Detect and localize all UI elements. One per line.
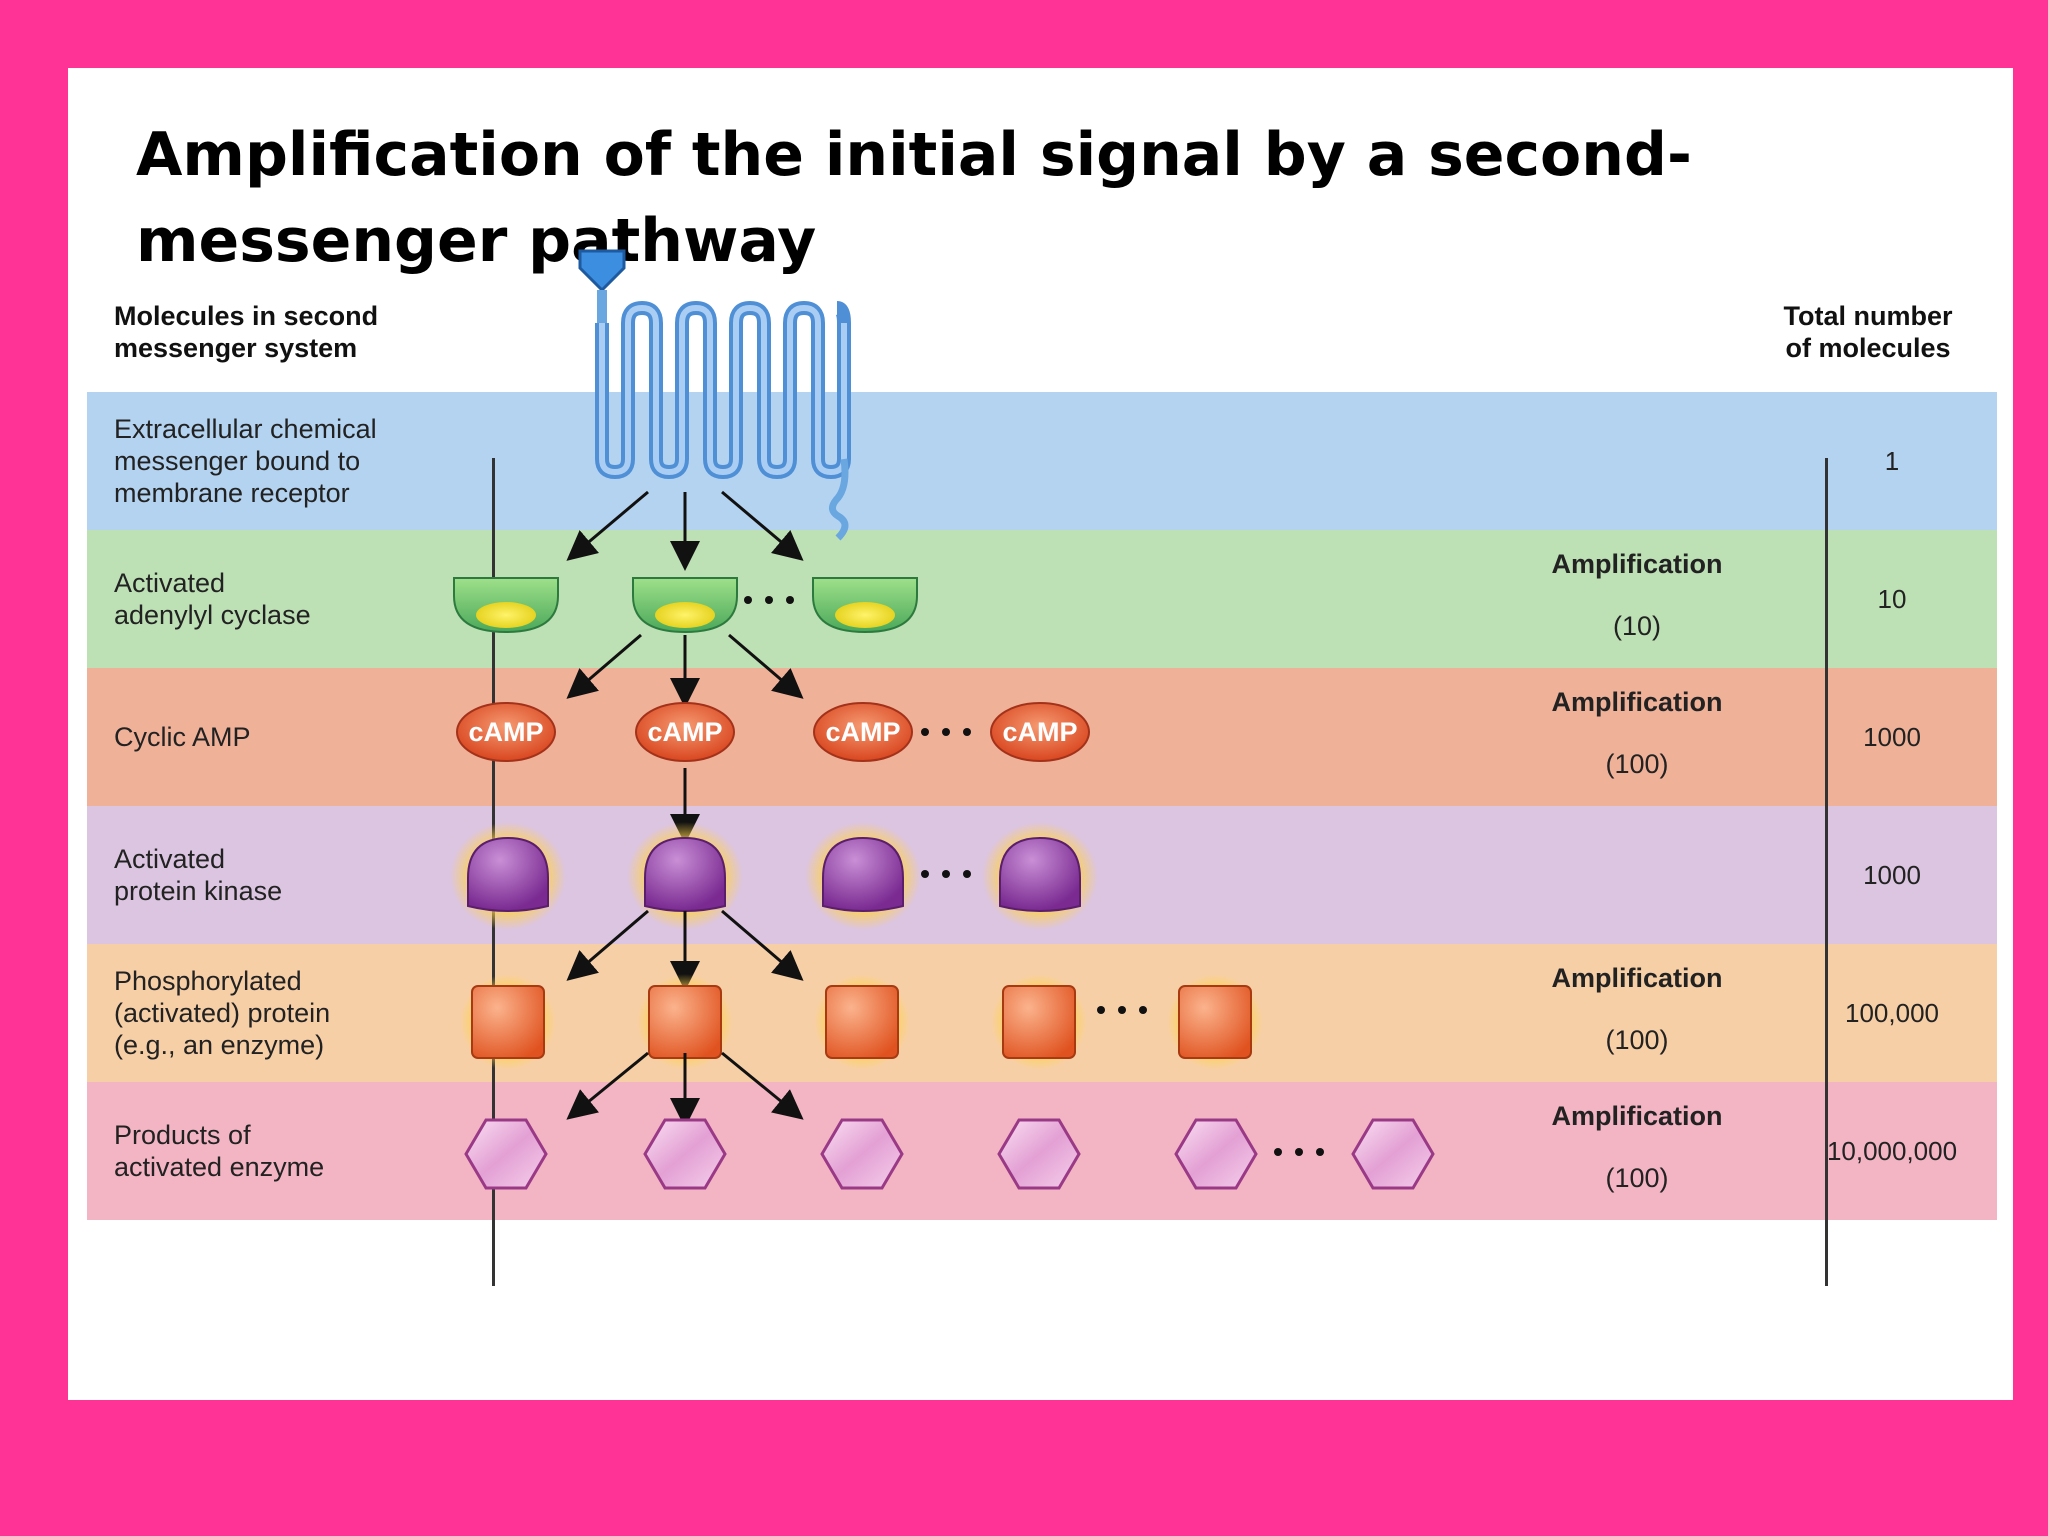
- amplification-title: Amplification: [1551, 549, 1723, 579]
- amplification-value: (100): [1605, 749, 1669, 779]
- row-phosphorylated-protein: Phosphorylated (activated) protein (e.g.…: [87, 944, 1997, 1082]
- column-header-total: Total number of molecules: [1783, 301, 1953, 363]
- column-divider-left: [492, 458, 495, 1286]
- row-total: 1000: [1863, 859, 1921, 890]
- amplification-title: Amplification: [1551, 687, 1723, 717]
- pathway-table: Extracellular chemical messenger bound t…: [87, 392, 1997, 1220]
- row-label: Activated protein kinase: [114, 844, 283, 906]
- row-total: 1000: [1863, 721, 1921, 752]
- amplification-value: (100): [1605, 1163, 1669, 1193]
- amplification-note: Amplification (100): [1527, 1092, 1747, 1210]
- amplification-title: Amplification: [1551, 963, 1723, 993]
- column-divider-right: [1825, 458, 1828, 1286]
- amplification-note: Amplification (10): [1527, 540, 1747, 658]
- row-total: 100,000: [1845, 997, 1939, 1028]
- row-label: Cyclic AMP: [114, 722, 251, 752]
- amplification-note: Amplification (100): [1527, 954, 1747, 1072]
- row-label: Phosphorylated (activated) protein (e.g.…: [114, 966, 331, 1060]
- row-label: Products of activated enzyme: [114, 1120, 325, 1182]
- row-label: Activated adenylyl cyclase: [114, 568, 311, 630]
- row-receptor: Extracellular chemical messenger bound t…: [87, 392, 1997, 530]
- row-enzyme-products: Products of activated enzyme Amplificati…: [87, 1082, 1997, 1220]
- row-total: 10,000,000: [1826, 1135, 1958, 1166]
- amplification-title: Amplification: [1551, 1101, 1723, 1131]
- row-total: 10: [1877, 583, 1907, 614]
- slide-title: Amplification of the initial signal by a…: [136, 120, 1692, 276]
- amplification-value: (10): [1612, 611, 1661, 641]
- row-total: 1: [1884, 445, 1900, 476]
- amplification-note: Amplification (100): [1527, 678, 1747, 796]
- row-protein-kinase: Activated protein kinase 1000: [87, 806, 1997, 944]
- row-adenylyl-cyclase: Activated adenylyl cyclase Amplification…: [87, 530, 1997, 668]
- row-cyclic-amp: Cyclic AMP Amplification (100) 1000: [87, 668, 1997, 806]
- slide: Amplification of the initial signal by a…: [68, 68, 2013, 1400]
- amplification-value: (100): [1605, 1025, 1669, 1055]
- row-label: Extracellular chemical messenger bound t…: [114, 414, 377, 508]
- column-header-molecules: Molecules in second messenger system: [114, 301, 379, 363]
